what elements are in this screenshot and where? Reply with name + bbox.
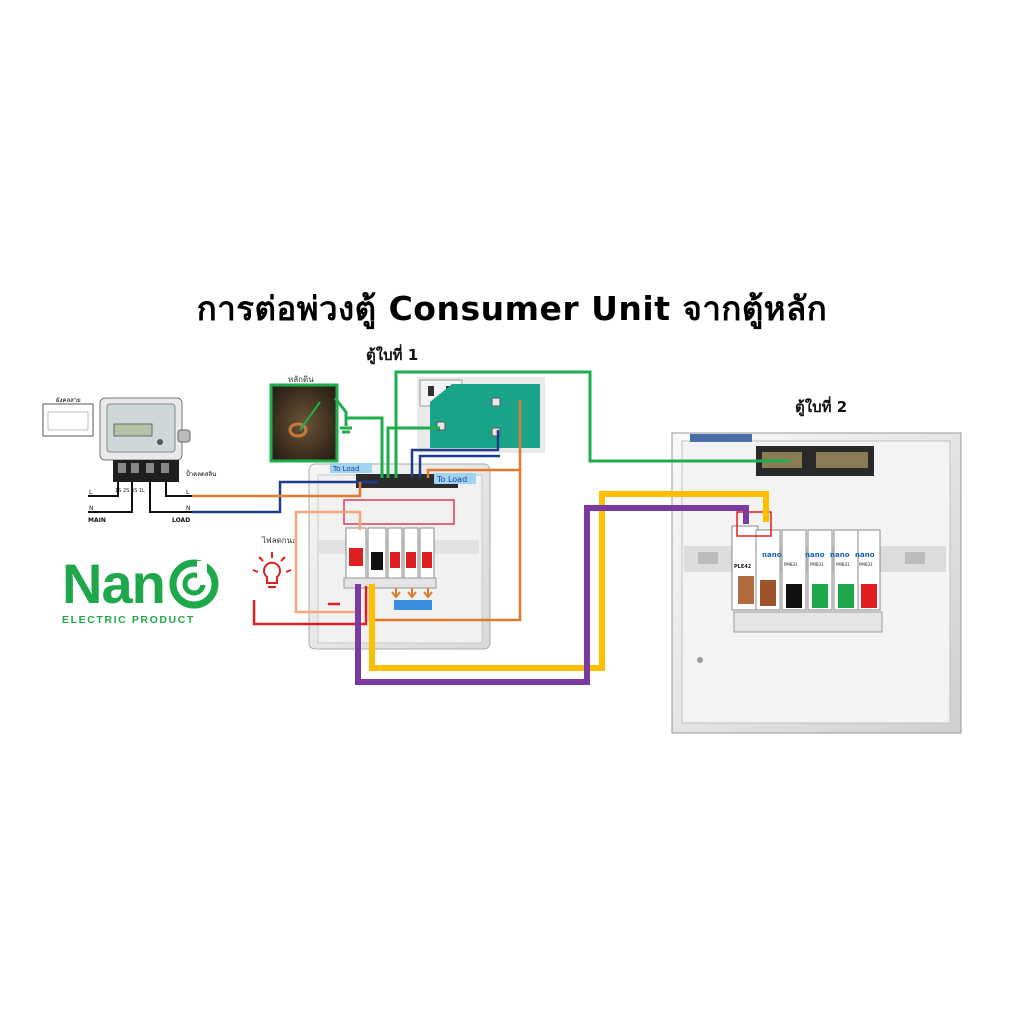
box2-brand-2: nano <box>805 551 825 559</box>
box2-sub-breaker-1: PMB31 <box>784 562 798 567</box>
box2-main-breaker: PLE42 <box>734 564 752 570</box>
lamp-wires <box>252 510 368 626</box>
electric-meter <box>42 397 191 482</box>
logo-subtitle: ELECTRIC PRODUCT <box>62 614 195 626</box>
socket-outlet-photo <box>417 377 545 453</box>
logo-wordmark: Nan <box>62 552 166 615</box>
yellow-feed-wire <box>369 491 769 671</box>
lamp-label: ไฟลดกนะ <box>262 536 297 545</box>
box2-brand-1: nano <box>762 551 782 559</box>
meter-diagram-label: ผังคลสาย <box>56 397 81 404</box>
ground-rod-label: หลักดิน <box>288 375 314 384</box>
meter-neutral-right: N <box>186 505 191 512</box>
box2-sub-breaker-4: PMB31 <box>859 562 873 567</box>
meter-line-left: L <box>89 489 93 496</box>
box2-label: ตู้ใบที่ 2 <box>795 398 848 416</box>
meter-load-label: LOAD <box>172 517 190 524</box>
purple-feed-wire <box>355 505 749 685</box>
ground-rod-photo <box>269 383 339 463</box>
box2-sub-breaker-2: PMB31 <box>810 562 824 567</box>
meter-line-right: L <box>186 489 190 496</box>
box1-to-load-tag-right <box>434 473 476 484</box>
box1-to-load-left: To Load <box>332 465 359 473</box>
meter-main-label: MAIN <box>88 517 106 524</box>
meter-seal-label: ป้ำคลดสลิน <box>186 468 216 478</box>
meter-neutral-left: N <box>89 505 94 512</box>
consumer-unit-1 <box>308 463 491 650</box>
consumer-unit-2 <box>671 432 962 734</box>
meter-terminals: 1S 2S 3S 1L <box>115 488 145 494</box>
box2-brand-3: nano <box>830 551 850 559</box>
nano-logo: Nan ELECTRIC PRODUCT <box>62 556 221 626</box>
ground-wires <box>333 370 790 478</box>
logo-power-icon <box>169 559 219 609</box>
box2-sub-breaker-3: PMB31 <box>836 562 850 567</box>
box1-to-load-right: To Load <box>436 475 467 484</box>
box2-brand-4: nano <box>855 551 875 559</box>
box1-to-load-tag-left <box>330 463 372 473</box>
meter-wires <box>88 482 192 513</box>
lamp-icon <box>252 552 292 588</box>
box1-label: ตู้ใบที่ 1 <box>366 346 419 364</box>
diagram-title: การต่อพ่วงตู้ Consumer Unit จากตู้หลัก <box>196 289 828 328</box>
